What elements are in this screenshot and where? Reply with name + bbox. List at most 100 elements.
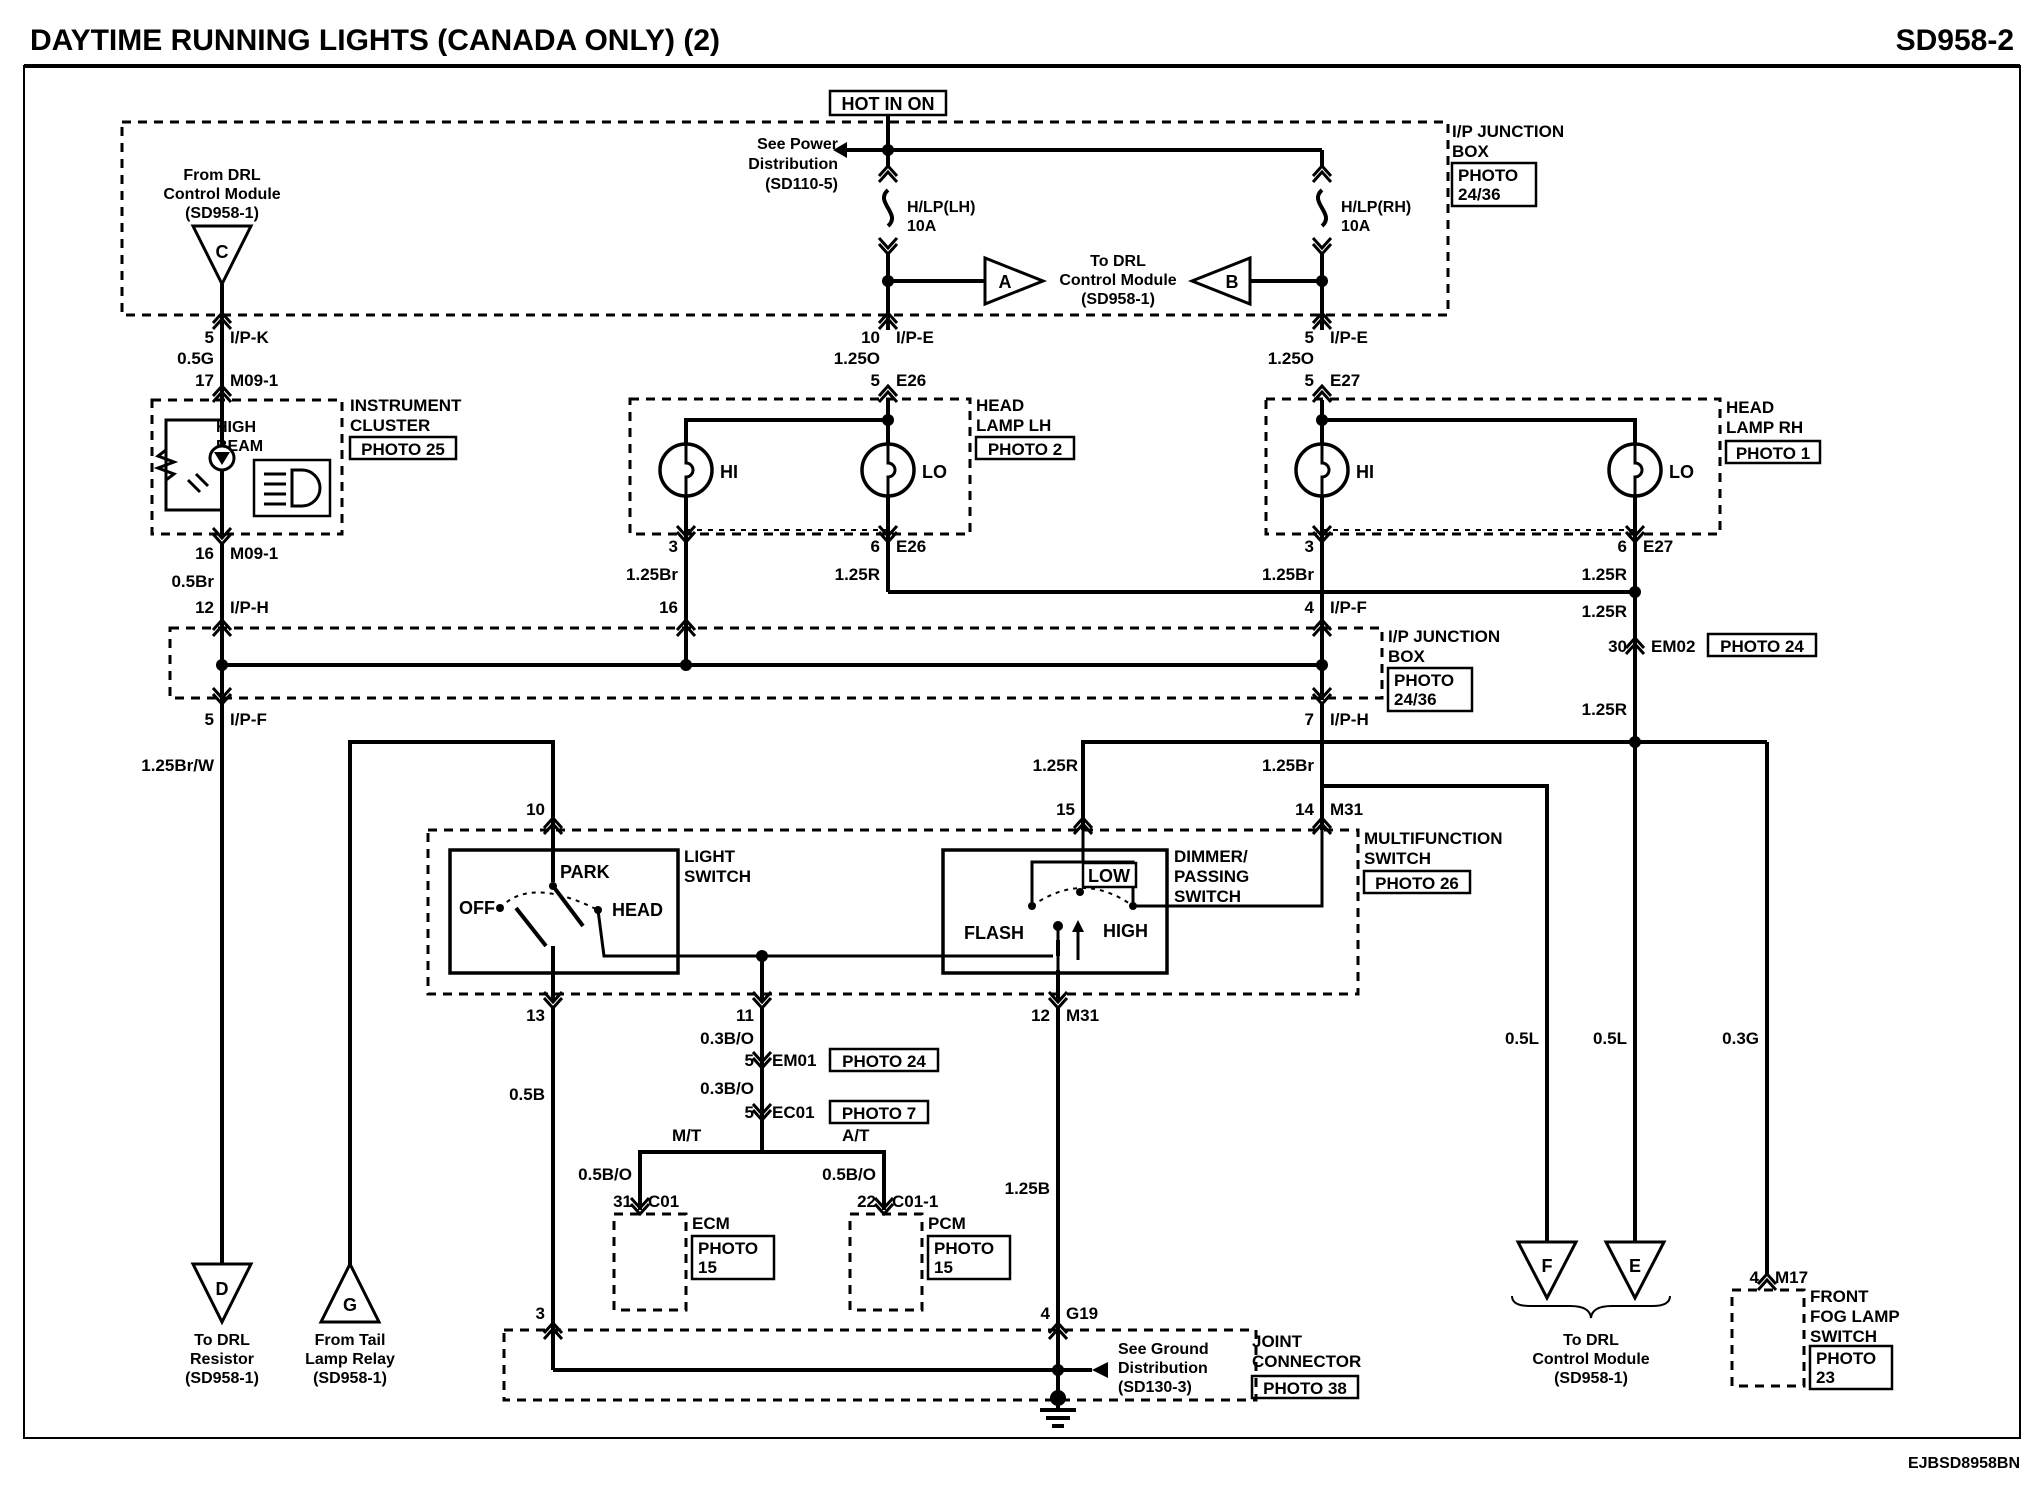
- to-drl-top-1: To DRL: [1090, 253, 1146, 270]
- fuse-rh-bottom-icon: [1311, 236, 1333, 256]
- pin: 16: [195, 544, 214, 563]
- filament-icon: [684, 445, 695, 495]
- hi-label: HI: [720, 462, 738, 482]
- pin: 31: [613, 1192, 632, 1211]
- pin: 10: [861, 328, 880, 347]
- pin: 3: [669, 537, 678, 556]
- photo-label: PHOTO 24: [842, 1052, 926, 1071]
- connector-label: G19: [1066, 1304, 1098, 1323]
- photo-label: PHOTO 26: [1375, 874, 1459, 893]
- ip-junction-mid-label-2: BOX: [1388, 647, 1426, 666]
- pin: 11: [736, 1006, 754, 1025]
- pin: 4: [1041, 1304, 1051, 1323]
- switch-blade-2: [514, 906, 548, 948]
- connector-label: E26: [896, 371, 926, 390]
- wire-color: 1.25Br: [1262, 756, 1314, 775]
- wire: [684, 418, 888, 445]
- wire-color: 1.25Br: [1262, 565, 1314, 584]
- wire-color: 0.5B/O: [822, 1165, 876, 1184]
- terminal-f-label: F: [1542, 1256, 1553, 1276]
- fuse-lh-bottom-icon: [877, 236, 899, 256]
- ip-junction-top-label-1: I/P JUNCTION: [1452, 122, 1564, 141]
- connector-label: E26: [896, 537, 926, 556]
- switch-arrow-icon: [1072, 920, 1084, 932]
- head-lamp-rh-box: [1264, 397, 1722, 536]
- wire-color: 0.5G: [177, 349, 214, 368]
- head-lamp-lh-label-2: LAMP LH: [976, 416, 1051, 435]
- connector-label: C01: [648, 1192, 679, 1211]
- photo-label: PHOTO 1: [1736, 444, 1810, 463]
- photo-label: PHOTO 24: [1720, 637, 1804, 656]
- pin: 5: [871, 371, 880, 390]
- wire: [1322, 418, 1637, 445]
- photo-box-15-pcm: [926, 1234, 1012, 1281]
- terminal-a-icon: [983, 255, 1048, 307]
- splice-dot: [1629, 736, 1641, 748]
- terminal-g-label: G: [343, 1295, 357, 1315]
- photo-box-ipjb-mid: [1386, 666, 1474, 713]
- wire-color: 0.5L: [1505, 1029, 1539, 1048]
- from-tail-2: Lamp Relay: [305, 1351, 395, 1368]
- ip-junction-mid-label-1: I/P JUNCTION: [1388, 627, 1500, 646]
- pin: 30: [1608, 637, 1627, 656]
- wire-color: 0.3B/O: [700, 1029, 754, 1048]
- photo-number: 15: [934, 1258, 953, 1277]
- splice-dot: [756, 950, 768, 962]
- wire-head-out: [596, 909, 1053, 958]
- switch-contact-low: [1076, 888, 1084, 896]
- switch-arc: [499, 891, 599, 911]
- connector-label: I/P-E: [896, 328, 934, 347]
- connector-m17-icon: [1756, 1272, 1778, 1292]
- pin: 12: [1031, 1006, 1050, 1025]
- terminal-bracket: [1511, 1295, 1671, 1319]
- fuse-rh-rating: 10A: [1341, 218, 1371, 235]
- wire-color: 0.5L: [1593, 1029, 1627, 1048]
- from-tail-1: From Tail: [315, 1332, 386, 1349]
- wire-color: 1.25Br/W: [141, 756, 215, 775]
- terminal-b-label: B: [1226, 272, 1239, 292]
- head-lamp-rh-label-2: LAMP RH: [1726, 418, 1803, 437]
- from-tail-3: (SD958-1): [313, 1370, 387, 1387]
- photo-box-26: [1362, 869, 1472, 895]
- to-drl-top-3: (SD958-1): [1081, 291, 1155, 308]
- connector-label: C01-1: [892, 1192, 938, 1211]
- pin: 10: [526, 800, 545, 819]
- light-switch-label-1: LIGHT: [684, 847, 736, 866]
- pin: 15: [1056, 800, 1075, 819]
- head-label: HEAD: [612, 900, 663, 920]
- pin: 12: [195, 598, 214, 617]
- to-drl-resistor-2: Resistor: [190, 1351, 254, 1368]
- wire-color: 1.25R: [1582, 700, 1627, 719]
- off-label: OFF: [459, 898, 495, 918]
- connector-label: E27: [1330, 371, 1360, 390]
- dimmer-label-1: DIMMER/: [1174, 847, 1248, 866]
- see-power-arrow: [833, 142, 847, 158]
- instrument-cluster-box: [150, 398, 344, 536]
- pin: 6: [1618, 537, 1627, 556]
- pin: 3: [1305, 537, 1314, 556]
- wire-color: 1.25O: [834, 349, 880, 368]
- wire-color: 0.5B/O: [578, 1165, 632, 1184]
- ip-junction-box-top: [120, 120, 1450, 317]
- from-drl-2: Control Module: [163, 186, 280, 203]
- connector-label: I/P-K: [230, 328, 269, 347]
- photo-number: 15: [698, 1258, 717, 1277]
- mt-label: M/T: [672, 1126, 702, 1145]
- from-drl-3: (SD958-1): [185, 205, 259, 222]
- filament-icon: [1633, 445, 1644, 495]
- terminal-g-icon: [318, 1260, 382, 1324]
- to-drl-bottom-1: To DRL: [1563, 1332, 1619, 1349]
- dimmer-label-3: SWITCH: [1174, 887, 1241, 906]
- connector-label: M09-1: [230, 371, 278, 390]
- wire-color: 1.25B: [1005, 1179, 1050, 1198]
- to-drl-resistor-1: To DRL: [194, 1332, 250, 1349]
- connector-label: M31: [1066, 1006, 1099, 1025]
- to-drl-top-2: Control Module: [1059, 272, 1176, 289]
- fuse-lh-label: H/LP(LH): [907, 199, 975, 216]
- wire-color: 1.25R: [835, 565, 880, 584]
- wire-drl-f: [1322, 784, 1549, 1230]
- led-diode-icon: [214, 452, 230, 465]
- wire-color: 0.3G: [1722, 1029, 1759, 1048]
- ip-junction-top-label-2: BOX: [1452, 142, 1490, 161]
